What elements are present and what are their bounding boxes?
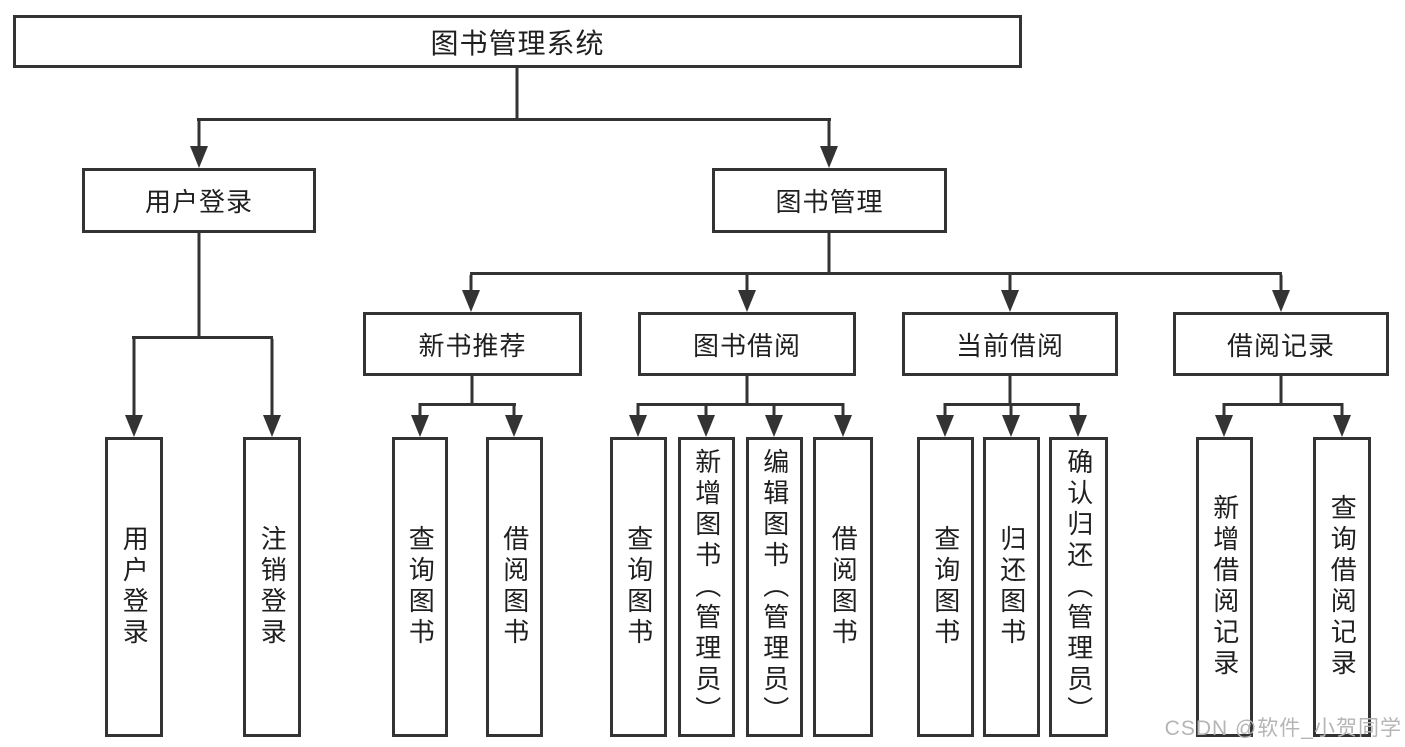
node-user-login: 用户登录 bbox=[82, 168, 316, 233]
node-book-mgmt-label: 图书管理 bbox=[775, 187, 884, 217]
leaf-current-query-books-label: 查询图书 bbox=[930, 525, 961, 649]
leaf-borrow-borrow-books: 借阅图书 bbox=[813, 437, 873, 737]
connector-stem bbox=[772, 403, 776, 418]
arrow-down bbox=[125, 415, 143, 437]
connector-stem bbox=[943, 403, 947, 418]
leaf-borrow-edit-books-admin: 编辑图书（管理员） bbox=[746, 437, 803, 737]
connector-book-mgmt-stub bbox=[827, 233, 831, 275]
node-new-book-rec-label: 新书推荐 bbox=[418, 330, 527, 361]
connector-stub bbox=[1279, 376, 1283, 406]
leaf-logout-label: 注销登录 bbox=[257, 525, 288, 649]
connector-stub bbox=[470, 376, 474, 406]
connector-rail bbox=[1223, 403, 1343, 406]
leaf-newrec-borrow-books-label: 借阅图书 bbox=[499, 525, 530, 649]
connector-stem bbox=[1008, 275, 1012, 292]
arrow-down bbox=[936, 415, 954, 437]
arrow-down bbox=[505, 415, 523, 437]
leaf-current-confirm-return-admin-label: 确认归还（管理员） bbox=[1063, 447, 1094, 727]
leaf-current-return-books-label: 归还图书 bbox=[996, 525, 1027, 649]
node-borrow-record-label: 借阅记录 bbox=[1226, 330, 1335, 361]
leaf-borrow-query-books-label: 查询图书 bbox=[623, 525, 654, 649]
node-system: 图书管理系统 bbox=[13, 15, 1022, 68]
connector-level2-rail bbox=[197, 118, 831, 121]
arrow-down bbox=[820, 146, 838, 168]
leaf-newrec-borrow-books: 借阅图书 bbox=[486, 437, 543, 737]
connector-stem bbox=[1076, 403, 1080, 418]
connector-stub bbox=[1008, 376, 1012, 406]
connector-stem bbox=[132, 339, 136, 417]
connector-stem bbox=[841, 403, 845, 418]
connector-stem bbox=[1222, 403, 1226, 418]
leaf-borrow-add-books-admin-label: 新增图书（管理员） bbox=[691, 447, 722, 727]
node-new-book-rec: 新书推荐 bbox=[363, 312, 582, 376]
connector-stem bbox=[512, 403, 516, 418]
leaf-user-login-label: 用户登录 bbox=[119, 525, 150, 649]
leaf-current-confirm-return-admin: 确认归还（管理员） bbox=[1049, 437, 1108, 737]
leaf-borrow-query-books: 查询图书 bbox=[610, 437, 667, 737]
arrow-down bbox=[765, 415, 783, 437]
connector-stem bbox=[636, 403, 640, 418]
node-current-borrow-label: 当前借阅 bbox=[955, 330, 1064, 361]
leaf-record-add-record-label: 新增借阅记录 bbox=[1209, 494, 1240, 680]
arrow-down bbox=[629, 415, 647, 437]
leaf-logout: 注销登录 bbox=[243, 437, 301, 737]
connector-user-login-stub bbox=[197, 233, 201, 339]
arrow-down bbox=[1272, 290, 1290, 312]
arrow-down bbox=[697, 415, 715, 437]
connector-stem bbox=[1009, 403, 1013, 418]
arrow-down bbox=[411, 415, 429, 437]
node-system-label: 图书管理系统 bbox=[430, 27, 605, 59]
arrow-down bbox=[834, 415, 852, 437]
connector-rail bbox=[419, 403, 516, 406]
leaf-borrow-borrow-books-label: 借阅图书 bbox=[828, 525, 859, 649]
arrow-down bbox=[190, 146, 208, 168]
leaf-user-login: 用户登录 bbox=[105, 437, 163, 737]
arrow-down bbox=[263, 415, 281, 437]
connector-user-login-rail bbox=[132, 336, 273, 339]
node-current-borrow: 当前借阅 bbox=[902, 312, 1118, 376]
connector-stem bbox=[270, 339, 274, 417]
node-user-login-label: 用户登录 bbox=[144, 187, 253, 217]
node-book-borrow-label: 图书借阅 bbox=[692, 330, 801, 361]
arrow-down bbox=[1333, 415, 1351, 437]
leaf-newrec-query-books: 查询图书 bbox=[392, 437, 448, 737]
csdn-watermark: CSDN @软件_小贺同学 bbox=[1164, 717, 1402, 740]
connector-stem bbox=[827, 121, 831, 149]
connector-rail bbox=[637, 403, 844, 406]
arrow-down bbox=[1069, 415, 1087, 437]
leaf-record-query-record: 查询借阅记录 bbox=[1313, 437, 1371, 737]
leaf-record-query-record-label: 查询借阅记录 bbox=[1327, 494, 1358, 680]
connector-stem bbox=[469, 275, 473, 292]
arrow-down bbox=[1001, 290, 1019, 312]
connector-stem bbox=[197, 121, 201, 149]
arrow-down bbox=[1002, 415, 1020, 437]
connector-stem bbox=[745, 275, 749, 292]
node-book-mgmt: 图书管理 bbox=[712, 168, 947, 233]
leaf-borrow-edit-books-admin-label: 编辑图书（管理员） bbox=[759, 447, 790, 727]
leaf-current-return-books: 归还图书 bbox=[983, 437, 1040, 737]
leaf-newrec-query-books-label: 查询图书 bbox=[405, 525, 436, 649]
connector-level3-rail bbox=[470, 272, 1282, 275]
connector-stub bbox=[745, 376, 749, 406]
node-borrow-record: 借阅记录 bbox=[1173, 312, 1389, 376]
arrow-down bbox=[1215, 415, 1233, 437]
leaf-current-query-books: 查询图书 bbox=[917, 437, 974, 737]
leaf-borrow-add-books-admin: 新增图书（管理员） bbox=[678, 437, 735, 737]
connector-stem bbox=[1279, 275, 1283, 292]
connector-stem bbox=[704, 403, 708, 418]
connector-root-stub bbox=[515, 68, 519, 121]
arrow-down bbox=[462, 290, 480, 312]
connector-stem bbox=[418, 403, 422, 418]
connector-stem bbox=[1340, 403, 1344, 418]
leaf-record-add-record: 新增借阅记录 bbox=[1196, 437, 1253, 737]
arrow-down bbox=[738, 290, 756, 312]
node-book-borrow: 图书借阅 bbox=[638, 312, 856, 376]
